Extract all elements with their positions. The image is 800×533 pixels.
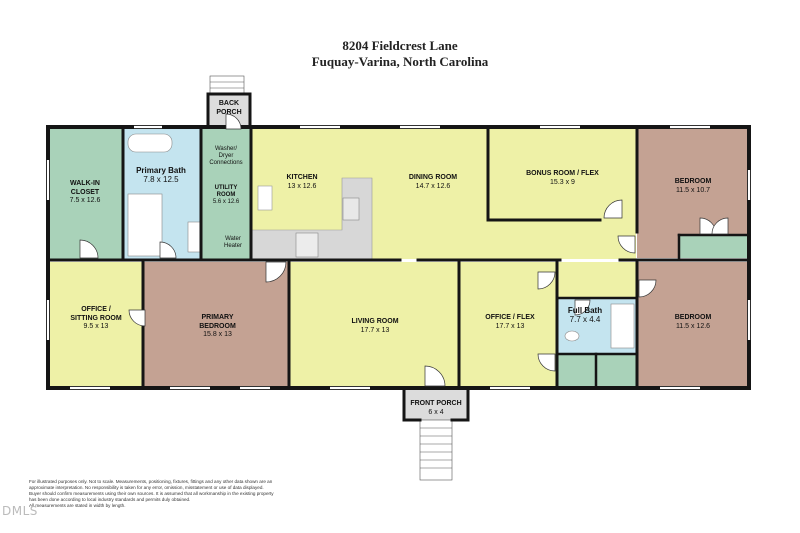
door-closet <box>79 239 99 259</box>
door-bed1-closet-2 <box>711 217 729 235</box>
utility-room-fill <box>201 129 251 259</box>
room-back-porch: BACK PORCH <box>216 100 242 116</box>
room-utility-washer: Washer/ Dryer Connections <box>209 146 243 166</box>
door-primary <box>265 261 287 283</box>
kitchen-sink <box>342 197 360 221</box>
room-walk-in-closet: WALK-IN CLOSET 7.5 x 12.6 <box>69 180 101 204</box>
front-steps <box>419 419 453 481</box>
linen-1-fill <box>557 354 595 386</box>
full-bath-sink <box>564 330 580 342</box>
bedroom-1-closet-fill <box>679 235 747 258</box>
property-address: 8204 Fieldcrest Lane <box>342 38 458 53</box>
room-utility-water-heater: Water Heater <box>223 236 242 249</box>
office-sitting-fill <box>50 262 143 386</box>
primary-bedroom-fill <box>143 262 289 386</box>
bathtub <box>127 133 173 153</box>
door-bed1 <box>617 235 636 254</box>
room-bonus: BONUS ROOM / FLEX 15.3 x 9 <box>526 170 599 186</box>
shower <box>127 193 163 257</box>
door-bonus <box>603 199 623 219</box>
door-bath <box>159 241 177 259</box>
room-bedroom-1: BEDROOM 11.5 x 10.7 <box>674 178 712 194</box>
living-room-fill <box>289 262 459 386</box>
room-living: LIVING ROOM 17.7 x 13 <box>351 318 399 334</box>
door-bath-full <box>574 299 591 316</box>
stove <box>295 232 319 258</box>
door-office <box>128 309 146 327</box>
watermark-logo: DMLS <box>2 504 38 518</box>
hall-fill <box>488 219 636 259</box>
walk-in-closet-fill <box>50 129 122 259</box>
door-back <box>225 113 242 130</box>
hall-2-fill <box>557 262 637 298</box>
door-hall-bath <box>537 271 556 290</box>
door-office-flex <box>537 353 556 372</box>
door-bed2 <box>638 279 657 298</box>
room-front-porch: FRONT PORCH 6 x 4 <box>410 400 462 416</box>
room-utility: UTILITY ROOM 5.6 x 12.6 <box>212 185 240 205</box>
room-full-bath: Full Bath 7.7 x 4.4 <box>567 306 603 324</box>
disclaimer: For illustrated purposes only. Not to sc… <box>29 479 274 508</box>
fridge <box>257 185 273 211</box>
property-city: Fuquay-Varina, North Carolina <box>311 54 489 69</box>
door-front <box>424 365 446 387</box>
vanity <box>187 221 201 253</box>
room-office-sitting: OFFICE / SITTING ROOM 9.5 x 13 <box>70 306 122 330</box>
room-dining: DINING ROOM 14.7 x 12.6 <box>408 174 458 190</box>
full-bath-shower <box>610 303 635 349</box>
room-kitchen: KITCHEN 13 x 12.6 <box>286 174 318 190</box>
back-steps <box>209 75 245 95</box>
room-bedroom-2: BEDROOM 11.5 x 12.6 <box>674 314 712 330</box>
front-porch-fill <box>404 386 468 420</box>
room-primary-bath: Primary Bath 7.8 x 12.5 <box>136 166 186 184</box>
room-primary-bedroom: PRIMARY BEDROOM 15.8 x 13 <box>199 314 236 338</box>
room-office-flex: OFFICE / FLEX 17.7 x 13 <box>485 314 535 330</box>
exterior-wall <box>46 125 751 390</box>
linen-2-fill <box>597 354 637 386</box>
